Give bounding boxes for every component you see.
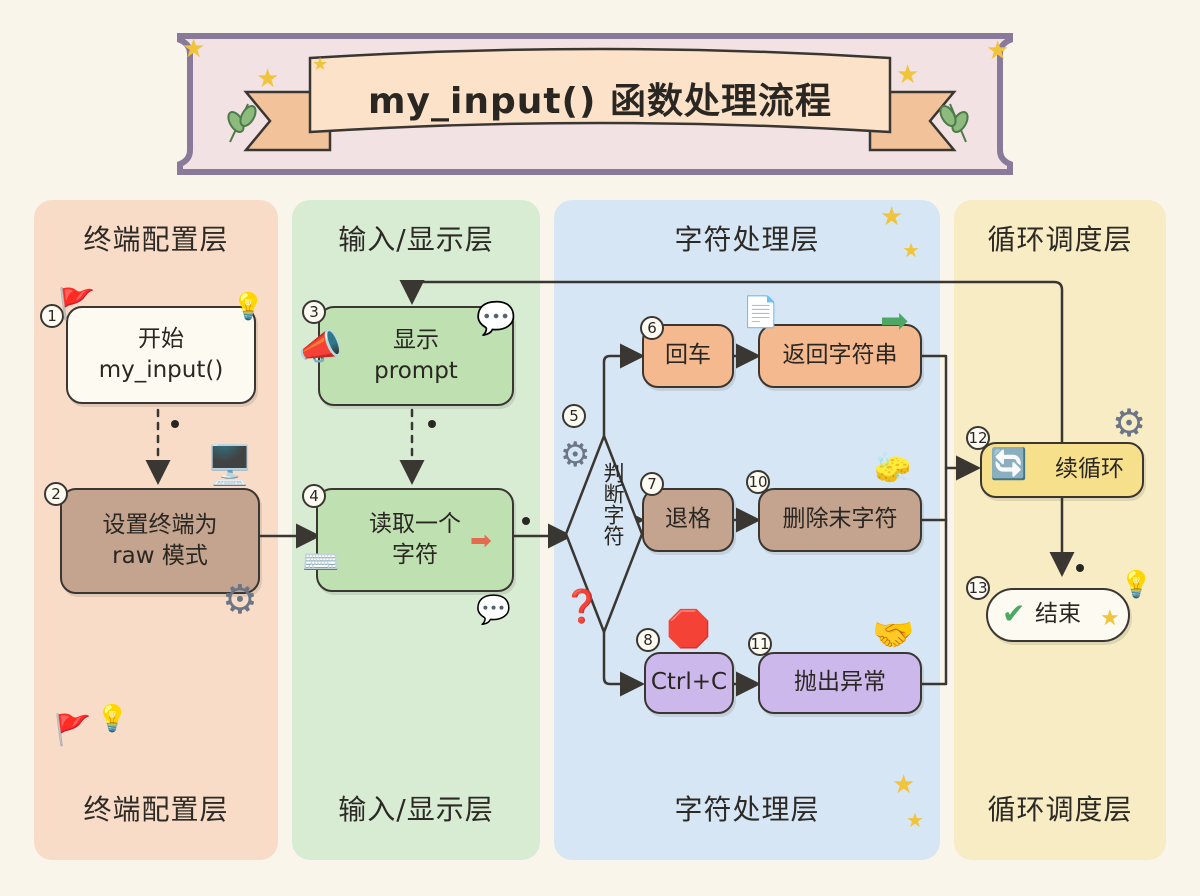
- star-icon: ★: [1100, 606, 1120, 631]
- bulb-icon: 💡: [1120, 570, 1153, 600]
- lane-header-bottom: 输入/显示层: [338, 793, 494, 826]
- keyboard-icon: ⌨️: [302, 545, 340, 580]
- star-icon: ★: [986, 36, 1010, 66]
- lane-loop-dispatch: 循环调度层 循环调度层: [954, 200, 1166, 860]
- step-number: 3: [302, 300, 326, 324]
- bulb-icon: 💡: [232, 292, 265, 322]
- flag-icon: 🚩: [58, 287, 96, 322]
- lane-header-top: 输入/显示层: [338, 223, 494, 256]
- node-ctrl-c[interactable]: Ctrl+C: [644, 652, 734, 714]
- document-icon: 📄: [742, 295, 780, 330]
- node-label: 续循环: [1055, 456, 1124, 483]
- star-icon: ★: [892, 770, 916, 800]
- gear-icon: ⚙: [1112, 401, 1147, 445]
- lane-header-bottom: 字符处理层: [674, 793, 820, 826]
- step-number: 8: [636, 628, 660, 652]
- gear-icon: ⚙: [560, 435, 591, 475]
- lane-header-top: 终端配置层: [83, 223, 229, 256]
- star-icon: ★: [906, 808, 924, 832]
- node-enter[interactable]: 回车: [642, 324, 734, 388]
- node-start[interactable]: 开始 my_input(): [66, 306, 256, 404]
- star-icon: ★: [182, 34, 206, 64]
- node-label: Ctrl+C: [650, 669, 728, 696]
- node-delete-last-char[interactable]: 删除末字符: [758, 488, 922, 552]
- node-label: 抛出异常: [794, 669, 886, 696]
- step-number: 7: [640, 472, 664, 496]
- star-icon: ★: [256, 64, 280, 94]
- step-number: 4: [302, 484, 326, 508]
- stop-icon: 🛑: [666, 609, 711, 650]
- check-icon: ✔: [1002, 597, 1026, 630]
- node-label: 返回字符串: [782, 342, 898, 369]
- node-end[interactable]: 结束: [986, 588, 1130, 642]
- node-read-char[interactable]: 读取一个 字符: [316, 488, 514, 592]
- bulb-icon: 💡: [96, 704, 129, 734]
- node-label: 退格: [665, 506, 711, 533]
- node-label: 删除末字符: [782, 506, 898, 533]
- step-number: 11: [748, 632, 772, 656]
- node-continue-loop[interactable]: 续循环: [980, 442, 1144, 498]
- node-return-string[interactable]: 返回字符串: [758, 324, 922, 388]
- eraser-icon: 🧽: [874, 451, 912, 486]
- node-show-prompt[interactable]: 显示 prompt: [318, 306, 514, 406]
- node-label: 显示 prompt: [374, 326, 458, 384]
- node-label: 开始 my_input(): [98, 325, 224, 383]
- lane-header-bottom: 终端配置层: [83, 793, 229, 826]
- recycle-icon: 🔄: [990, 447, 1028, 482]
- node-label: 读取一个 字符: [369, 510, 461, 568]
- gear-icon: ⚙: [222, 577, 258, 623]
- node-label: 设置终端为 raw 模式: [102, 511, 218, 569]
- arrow-icon: ➡: [470, 526, 492, 556]
- computer-icon: 🖥️: [206, 443, 254, 487]
- decision-label: 判断字符: [601, 462, 625, 546]
- step-number: 2: [44, 482, 68, 506]
- lane-header-bottom: 循环调度层: [987, 793, 1133, 826]
- lane-header-top: 字符处理层: [674, 223, 820, 256]
- leaf-icon: [227, 103, 969, 143]
- node-label: 结束: [1035, 601, 1081, 628]
- chat-icon: 💬: [476, 299, 516, 337]
- star-icon: ★: [902, 238, 920, 262]
- node-backspace[interactable]: 退格: [642, 488, 734, 552]
- page-title: my_input() 函数处理流程: [368, 81, 832, 122]
- star-icon: ★: [312, 54, 329, 75]
- title-banner: [177, 33, 1013, 175]
- megaphone-icon: 📣: [298, 327, 343, 368]
- node-label: 回车: [665, 342, 711, 369]
- flag-icon: 🚩: [54, 713, 92, 748]
- step-number: 1: [40, 304, 64, 328]
- star-icon: ★: [880, 202, 904, 232]
- step-number: 12: [966, 426, 990, 450]
- chat-icon: 💬: [476, 593, 511, 626]
- node-set-raw-mode[interactable]: 设置终端为 raw 模式: [60, 488, 260, 594]
- arrow-icon: ➡: [880, 301, 909, 341]
- star-icon: ★: [896, 60, 920, 90]
- node-throw-exception[interactable]: 抛出异常: [758, 652, 922, 714]
- step-number: 5: [562, 404, 586, 428]
- lane-header-top: 循环调度层: [987, 223, 1133, 256]
- step-number: 6: [640, 316, 664, 340]
- step-number: 13: [966, 576, 990, 600]
- decision-diamond: [564, 432, 644, 636]
- handshake-icon: 🤝: [872, 615, 915, 655]
- step-number: 10: [746, 470, 770, 494]
- question-icon: ❓: [562, 587, 602, 625]
